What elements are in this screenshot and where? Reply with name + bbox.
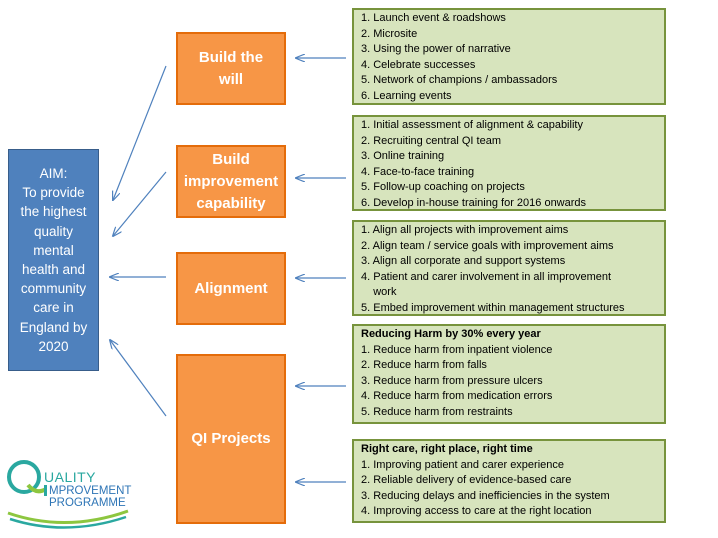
aim-line: mental	[33, 242, 74, 258]
driver-label: Build the	[198, 48, 264, 66]
action-item: 1. Align all projects with improvement a…	[361, 224, 569, 236]
actions-reducing-harm: Reducing Harm by 30% every year 1. Reduc…	[352, 324, 666, 424]
driver-label: will	[218, 70, 244, 88]
arrow-will-aim	[113, 65, 167, 200]
arrow-qi-aim	[110, 340, 167, 417]
actions-right-care: Right care, right place, right time 1. I…	[352, 439, 666, 523]
action-item: 1. Reduce harm from inpatient violence	[361, 343, 553, 356]
action-heading: Right care, right place, right time	[361, 443, 533, 455]
action-item: 6. Learning events	[361, 89, 452, 102]
aim-line: To provide	[22, 185, 85, 201]
driver-label: QI Projects	[191, 430, 271, 447]
action-item: 3. Online training	[361, 150, 445, 163]
action-item: 3. Align all corporate and support syste…	[361, 255, 566, 268]
driver-alignment: Alignment	[176, 252, 286, 325]
logo-line-3: PROGRAMME	[49, 497, 126, 509]
action-item: 5. Network of champions / ambassadors	[361, 74, 558, 87]
aim-line: the highest	[20, 204, 87, 220]
actions-build-capability: 1. Initial assessment of alignment & cap…	[352, 115, 666, 211]
actions-alignment: 1. Align all projects with improvement a…	[352, 220, 666, 316]
driver-build-improvement-capability: Build improvement capability	[176, 145, 286, 218]
action-item: 2. Align team / service goals with impro…	[361, 239, 614, 252]
aim-line: quality	[33, 223, 74, 239]
action-item: 6. Develop in-house training for 2016 on…	[361, 196, 587, 209]
driver-label: Build	[212, 150, 250, 168]
action-item: 2. Recruiting central QI team	[361, 134, 502, 147]
aim-line: health and	[21, 262, 86, 277]
action-item: 4. Reduce harm from medication errors	[361, 390, 553, 403]
quality-improvement-programme-logo: UALITY MPROVEMENT PROGRAMME	[6, 455, 132, 533]
logo-line-2: MPROVEMENT	[49, 485, 132, 497]
action-item: 2. Microsite	[361, 27, 418, 40]
action-item: 5. Embed improvement within management s…	[361, 301, 625, 314]
action-item: 1. Improving patient and carer experienc…	[361, 458, 565, 471]
action-item: 3. Reducing delays and inefficiencies in…	[361, 489, 610, 502]
logo-mark-icon	[7, 460, 129, 529]
aim-line: 2020	[38, 338, 69, 354]
driver-qi-projects: QI Projects	[176, 354, 286, 524]
actions-build-the-will: 1. Launch event & roadshows 2. Microsite…	[352, 8, 666, 105]
aim-box: AIM: To provide the highest quality ment…	[8, 149, 99, 371]
action-item: 2. Reduce harm from falls	[361, 359, 487, 372]
driver-label: improvement	[183, 172, 279, 190]
action-item: 3. Reduce harm from pressure ulcers	[361, 374, 543, 387]
action-item: 4. Face-to-face training	[361, 165, 475, 178]
action-item: work	[361, 286, 397, 299]
action-item: 1. Initial assessment of alignment & cap…	[361, 119, 583, 131]
logo-line-1: UALITY	[44, 469, 97, 485]
aim-line: England by	[19, 319, 88, 335]
action-item: 4. Patient and carer involvement in all …	[361, 270, 612, 283]
action-heading: Reducing Harm by 30% every year	[361, 328, 541, 340]
driver-label: Alignment	[194, 279, 268, 297]
action-item: 4. Celebrate successes	[361, 58, 476, 71]
action-item: 5. Follow-up coaching on projects	[361, 181, 525, 194]
action-item: 1. Launch event & roadshows	[361, 12, 506, 24]
arrow-capability-aim	[113, 171, 167, 236]
aim-line: community	[20, 281, 87, 297]
aim-line: care in	[33, 300, 74, 316]
action-item: 5. Reduce harm from restraints	[361, 405, 513, 418]
driver-build-the-will: Build the will	[176, 32, 286, 105]
action-item: 4. Improving access to care at the right…	[361, 505, 592, 518]
driver-label: capability	[196, 194, 266, 212]
action-item: 3. Using the power of narrative	[361, 43, 511, 56]
aim-line: AIM:	[39, 165, 68, 181]
action-item: 2. Reliable delivery of evidence-based c…	[361, 474, 572, 487]
